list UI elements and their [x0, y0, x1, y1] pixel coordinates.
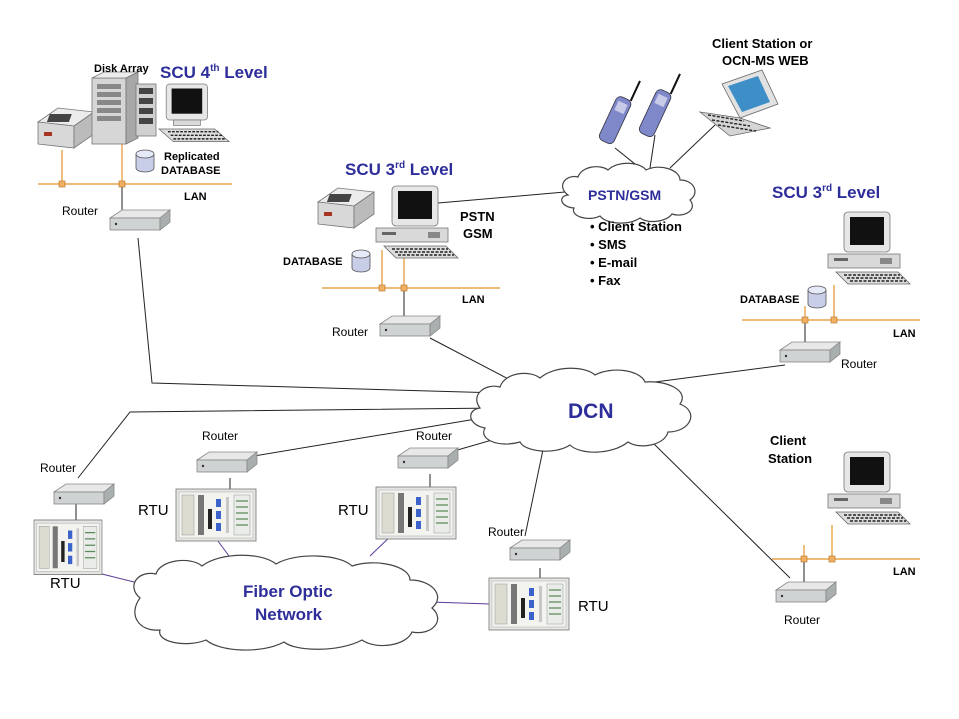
pstn-gsm-cloud: PSTN/GSM — [561, 162, 696, 224]
router-icon — [379, 315, 441, 337]
database-label-b: DATABASE — [740, 294, 799, 306]
router-icon — [397, 447, 459, 469]
lan-segments — [38, 144, 920, 563]
pstn-gsm-label: PSTN/GSM — [588, 187, 661, 203]
database-label-a: DATABASE — [283, 256, 342, 268]
rtu-label-2: RTU — [138, 502, 169, 519]
workstation-icon — [827, 451, 911, 525]
laptop-icon — [698, 69, 779, 137]
scu4-site: Disk Array SCU 4th Level Replicated DATA… — [37, 63, 268, 231]
dcn-cloud: DCN — [470, 367, 692, 453]
phone-icon — [638, 73, 681, 138]
disk-array-label: Disk Array — [94, 63, 150, 75]
pstn-service-item: • SMS — [590, 237, 627, 252]
lan-label-1: LAN — [184, 191, 207, 203]
pstn-label: PSTN — [460, 209, 495, 224]
gsm-label: GSM — [463, 226, 493, 241]
fiber-optic-label-1: Fiber Optic — [243, 582, 333, 601]
workstation-icon — [158, 83, 231, 142]
scu4-title: SCU 4th Level — [160, 63, 268, 82]
lan-label-4: LAN — [893, 566, 916, 578]
phone-icon — [598, 80, 641, 145]
rtu-site-2: Router RTU — [138, 429, 258, 542]
disk-array-icon — [91, 71, 157, 145]
lan-label-2: LAN — [462, 294, 485, 306]
rtu-icon — [375, 486, 457, 540]
scu3-center-title: SCU 3rd Level — [345, 160, 453, 179]
rtu-site-3: Router RTU — [338, 429, 459, 540]
lan-label-3: LAN — [893, 328, 916, 340]
printer-icon — [317, 187, 375, 229]
rtu-icon — [488, 577, 570, 631]
fiber-optic-label-2: Network — [255, 605, 323, 624]
client-station-label-2: Station — [768, 451, 812, 466]
router-label-2: Router — [332, 325, 368, 339]
client-or-label-2: OCN-MS WEB — [722, 53, 809, 68]
router-label-1: Router — [62, 204, 98, 218]
scu3-center-site: SCU 3rd Level DATABASE PSTN GSM LAN Rout… — [283, 160, 495, 339]
mobile-phones: Client Station or OCN-MS WEB • Client St… — [590, 36, 812, 288]
rtu-label-3: RTU — [338, 502, 369, 519]
scu3-right-title: SCU 3rd Level — [772, 183, 880, 202]
client-station-site: Client Station LAN Router — [768, 433, 916, 627]
rtu-site-4: Router RTU — [488, 525, 609, 631]
router-icon — [196, 451, 258, 473]
rtu-label-1: RTU — [50, 575, 81, 592]
pstn-services-list: • Client Station • SMS • E-mail • Fax — [590, 219, 682, 288]
client-or-label-1: Client Station or — [712, 36, 812, 51]
database-icon — [135, 149, 155, 173]
printer-icon — [37, 107, 95, 149]
replicated-database-label: DATABASE — [161, 165, 220, 177]
router-icon — [509, 539, 571, 561]
router-label-4: Router — [40, 461, 76, 475]
client-station-label-1: Client — [770, 433, 807, 448]
router-icon — [53, 483, 115, 505]
rtu-label-4: RTU — [578, 598, 609, 615]
pstn-service-item: • E-mail — [590, 255, 637, 270]
database-icon — [351, 249, 371, 273]
router-label-3: Router — [841, 357, 877, 371]
rtu-icon — [33, 519, 103, 576]
pstn-service-item: • Client Station — [590, 219, 682, 234]
router-icon — [109, 209, 171, 231]
scu3-right-site: SCU 3rd Level DATABASE LAN Router — [740, 183, 916, 371]
pstn-service-item: • Fax — [590, 273, 621, 288]
router-label-6: Router — [416, 429, 452, 443]
router-label-7: Router — [488, 525, 524, 539]
router-icon — [779, 341, 841, 363]
replicated-label: Replicated — [164, 151, 220, 163]
workstation-icon — [827, 211, 911, 285]
workstation-icon — [375, 185, 459, 259]
router-label-8: Router — [784, 613, 820, 627]
rtu-site-left: Router RTU — [33, 461, 115, 592]
router-label-5: Router — [202, 429, 238, 443]
rtu-icon — [175, 488, 257, 542]
router-icon — [775, 581, 837, 603]
dcn-label: DCN — [568, 400, 614, 423]
database-icon — [807, 285, 827, 309]
fiber-optic-cloud: Fiber Optic Network — [133, 554, 439, 651]
